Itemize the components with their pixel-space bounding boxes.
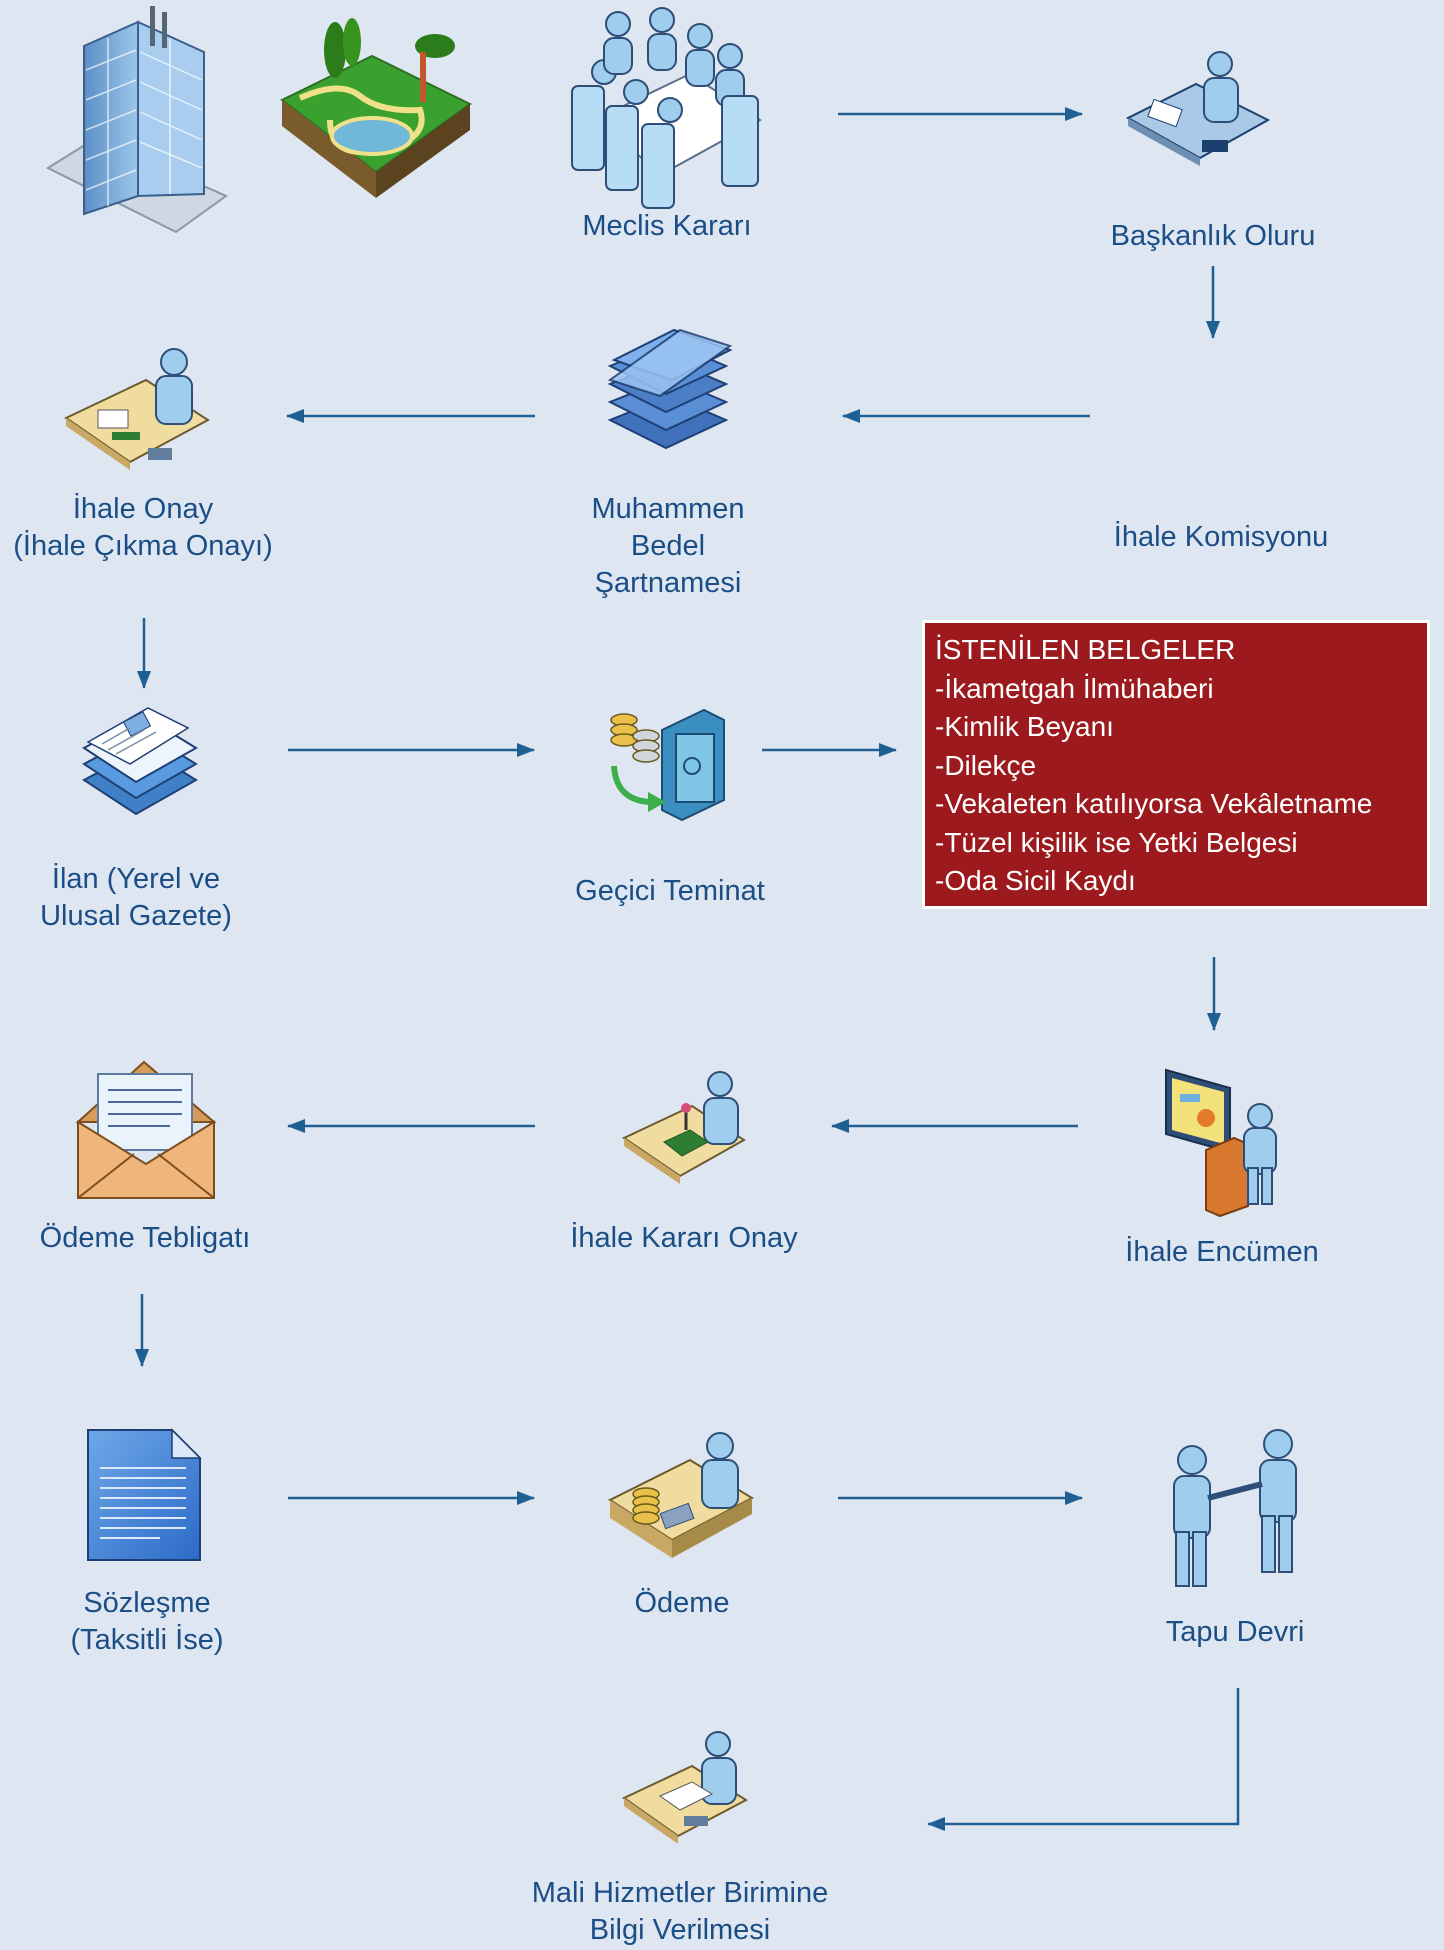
required-document-item: -İkametgah İlmühaberi (935, 672, 1214, 704)
required-document-item: -Kimlik Beyanı (935, 711, 1114, 742)
label-tapu-devri: Tapu Devri (1165, 1616, 1305, 1648)
document-stack-icon (607, 328, 733, 450)
label-odeme: Ödeme (634, 1587, 730, 1619)
required-document-item: -Vekaleten katılıyorsa Vekâletname (935, 788, 1373, 819)
required-document-item: -Tüzel kişilik ise Yetki Belgesi (935, 826, 1298, 858)
label-mali-line-1: Mali Hizmetler Birimine (531, 1877, 829, 1909)
label-sozlesme: Sözleşme (Taksitli İse) (40, 1585, 254, 1659)
label-mali-hizmetler: Mali Hizmetler Birimine Bilgi Verilmesi (508, 1875, 852, 1949)
park-land-icon (280, 18, 472, 198)
label-ihale-komisyonu: İhale Komisyonu (1113, 521, 1329, 553)
label-muhammen-line-1: Muhammen (591, 493, 745, 525)
label-odeme-tebligati: Ödeme Tebligatı (39, 1222, 251, 1254)
newspaper-icon (82, 707, 198, 816)
label-muhammen-bedel-sartnamesi: Muhammen Bedel Şartnamesi (560, 491, 776, 602)
label-baskanlik-oluru: Başkanlık Oluru (1110, 220, 1316, 252)
required-document-item: -Oda Sicil Kaydı (935, 865, 1136, 896)
label-mali-line-2: Bilgi Verilmesi (589, 1914, 771, 1946)
required-document-item: -Dilekçe (935, 749, 1037, 781)
label-sozlesme-line-1: Sözleşme (83, 1587, 211, 1619)
council-meeting-icon (571, 7, 762, 209)
presenter-board-icon (1165, 1068, 1277, 1218)
required-documents-title: İSTENİLEN BELGELER (935, 634, 1236, 665)
label-ihale-onay: İhale Onay (İhale Çıkma Onayı) (0, 491, 286, 565)
contract-document-icon (87, 1428, 202, 1561)
flow-arrows (135, 107, 1240, 1831)
label-ilan-line-2: Ulusal Gazete) (40, 900, 232, 932)
handshake-icon (1173, 1429, 1297, 1587)
official-at-desk-icon-karar-onay (621, 1071, 746, 1184)
official-at-desk-icon-baskanlik (1125, 51, 1271, 166)
arrow-tapu-to-mali (927, 1688, 1240, 1831)
label-meclis-karari: Meclis Kararı (582, 210, 752, 242)
required-documents-box: İSTENİLEN BELGELER -İkametgah İlmühaberi… (922, 620, 1430, 909)
coins-safe-icon (610, 708, 725, 822)
label-muhammen-line-2: Bedel (630, 530, 706, 562)
official-at-desk-icon-ihale-onay (64, 348, 210, 470)
label-ihale-karari-onay: İhale Kararı Onay (570, 1222, 798, 1254)
label-ihale-encumen: İhale Encümen (1125, 1236, 1319, 1268)
office-building-icon (45, 6, 228, 234)
label-ihale-onay-line-1: İhale Onay (72, 493, 214, 525)
label-gecici-teminat: Geçici Teminat (575, 875, 765, 907)
label-ilan-line-1: İlan (Yerel ve (51, 863, 221, 895)
label-sozlesme-line-2: (Taksitli İse) (70, 1624, 224, 1656)
label-ihale-onay-line-2: (İhale Çıkma Onayı) (13, 530, 273, 562)
label-muhammen-line-3: Şartnamesi (594, 567, 742, 599)
cashier-desk-icon (607, 1432, 755, 1558)
label-ilan: İlan (Yerel ve Ulusal Gazete) (24, 861, 248, 935)
official-at-desk-icon-mali (622, 1731, 748, 1844)
envelope-letter-icon (75, 1060, 217, 1199)
